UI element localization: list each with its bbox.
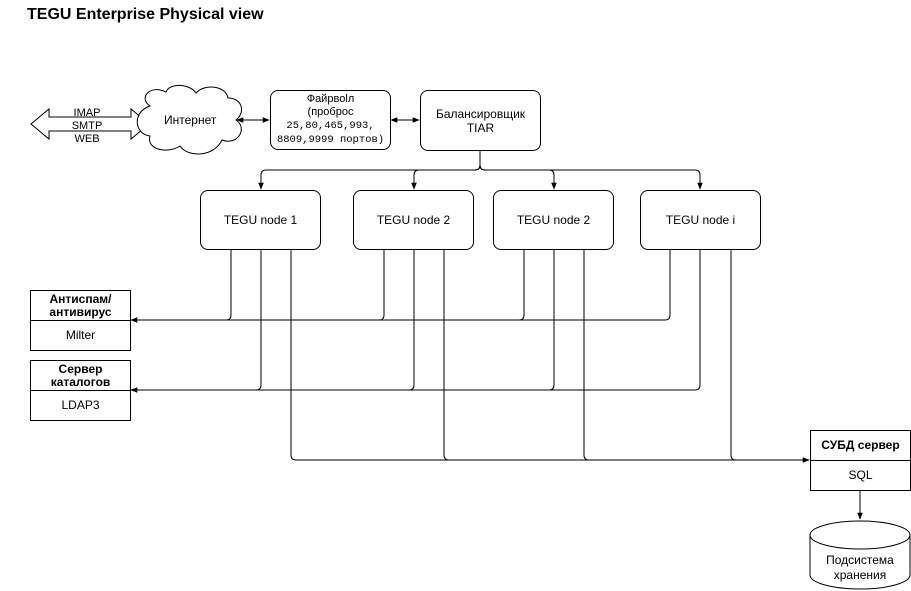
node-1: TEGU node 1 (200, 190, 321, 250)
balancer-box: Балансировщик TIAR (420, 90, 541, 151)
page-title: TEGU Enterprise Physical view (27, 6, 264, 23)
node-3: TEGU node 2 (493, 190, 614, 250)
node-2: TEGU node 2 (353, 190, 474, 250)
antispam-header: Антиспам/ антивирус (31, 291, 130, 321)
directory-table: Сервер каталогов LDAP3 (30, 360, 131, 421)
directory-header: Сервер каталогов (31, 361, 130, 391)
balancer-name: TIAR (466, 120, 495, 135)
balancer-label: Балансировщик (435, 106, 526, 121)
protocol-smtp: SMTP (71, 120, 103, 132)
protocol-imap: IMAP (73, 107, 101, 119)
dbms-row: SQL (848, 468, 873, 482)
antispam-table: Антиспам/ антивирус Milter (30, 290, 131, 351)
firewall-subtitle: (проброс (307, 106, 354, 118)
firewall-box: Файрвolл (проброс 25,80,465,993, 8809,99… (270, 90, 391, 150)
dbms-header: СУБД сервер (811, 431, 910, 461)
protocol-labels: IMAP SMTP WEB (62, 107, 112, 146)
firewall-ports-2: 8809,9999 портов) (276, 134, 385, 146)
node-i: TEGU node i (640, 190, 761, 250)
dbms-table: СУБД сервер SQL (810, 430, 911, 491)
firewall-ports-1: 25,80,465,993, (286, 120, 375, 132)
protocol-web: WEB (74, 133, 100, 145)
directory-row: LDAP3 (61, 398, 100, 412)
firewall-title: Файрвolл (306, 93, 355, 105)
internet-label: Интернет (164, 113, 217, 127)
storage-cylinder (809, 520, 911, 590)
antispam-row: Milter (65, 328, 96, 342)
internet-cloud (136, 84, 243, 155)
storage-label: Подсистема хранения (826, 553, 894, 582)
